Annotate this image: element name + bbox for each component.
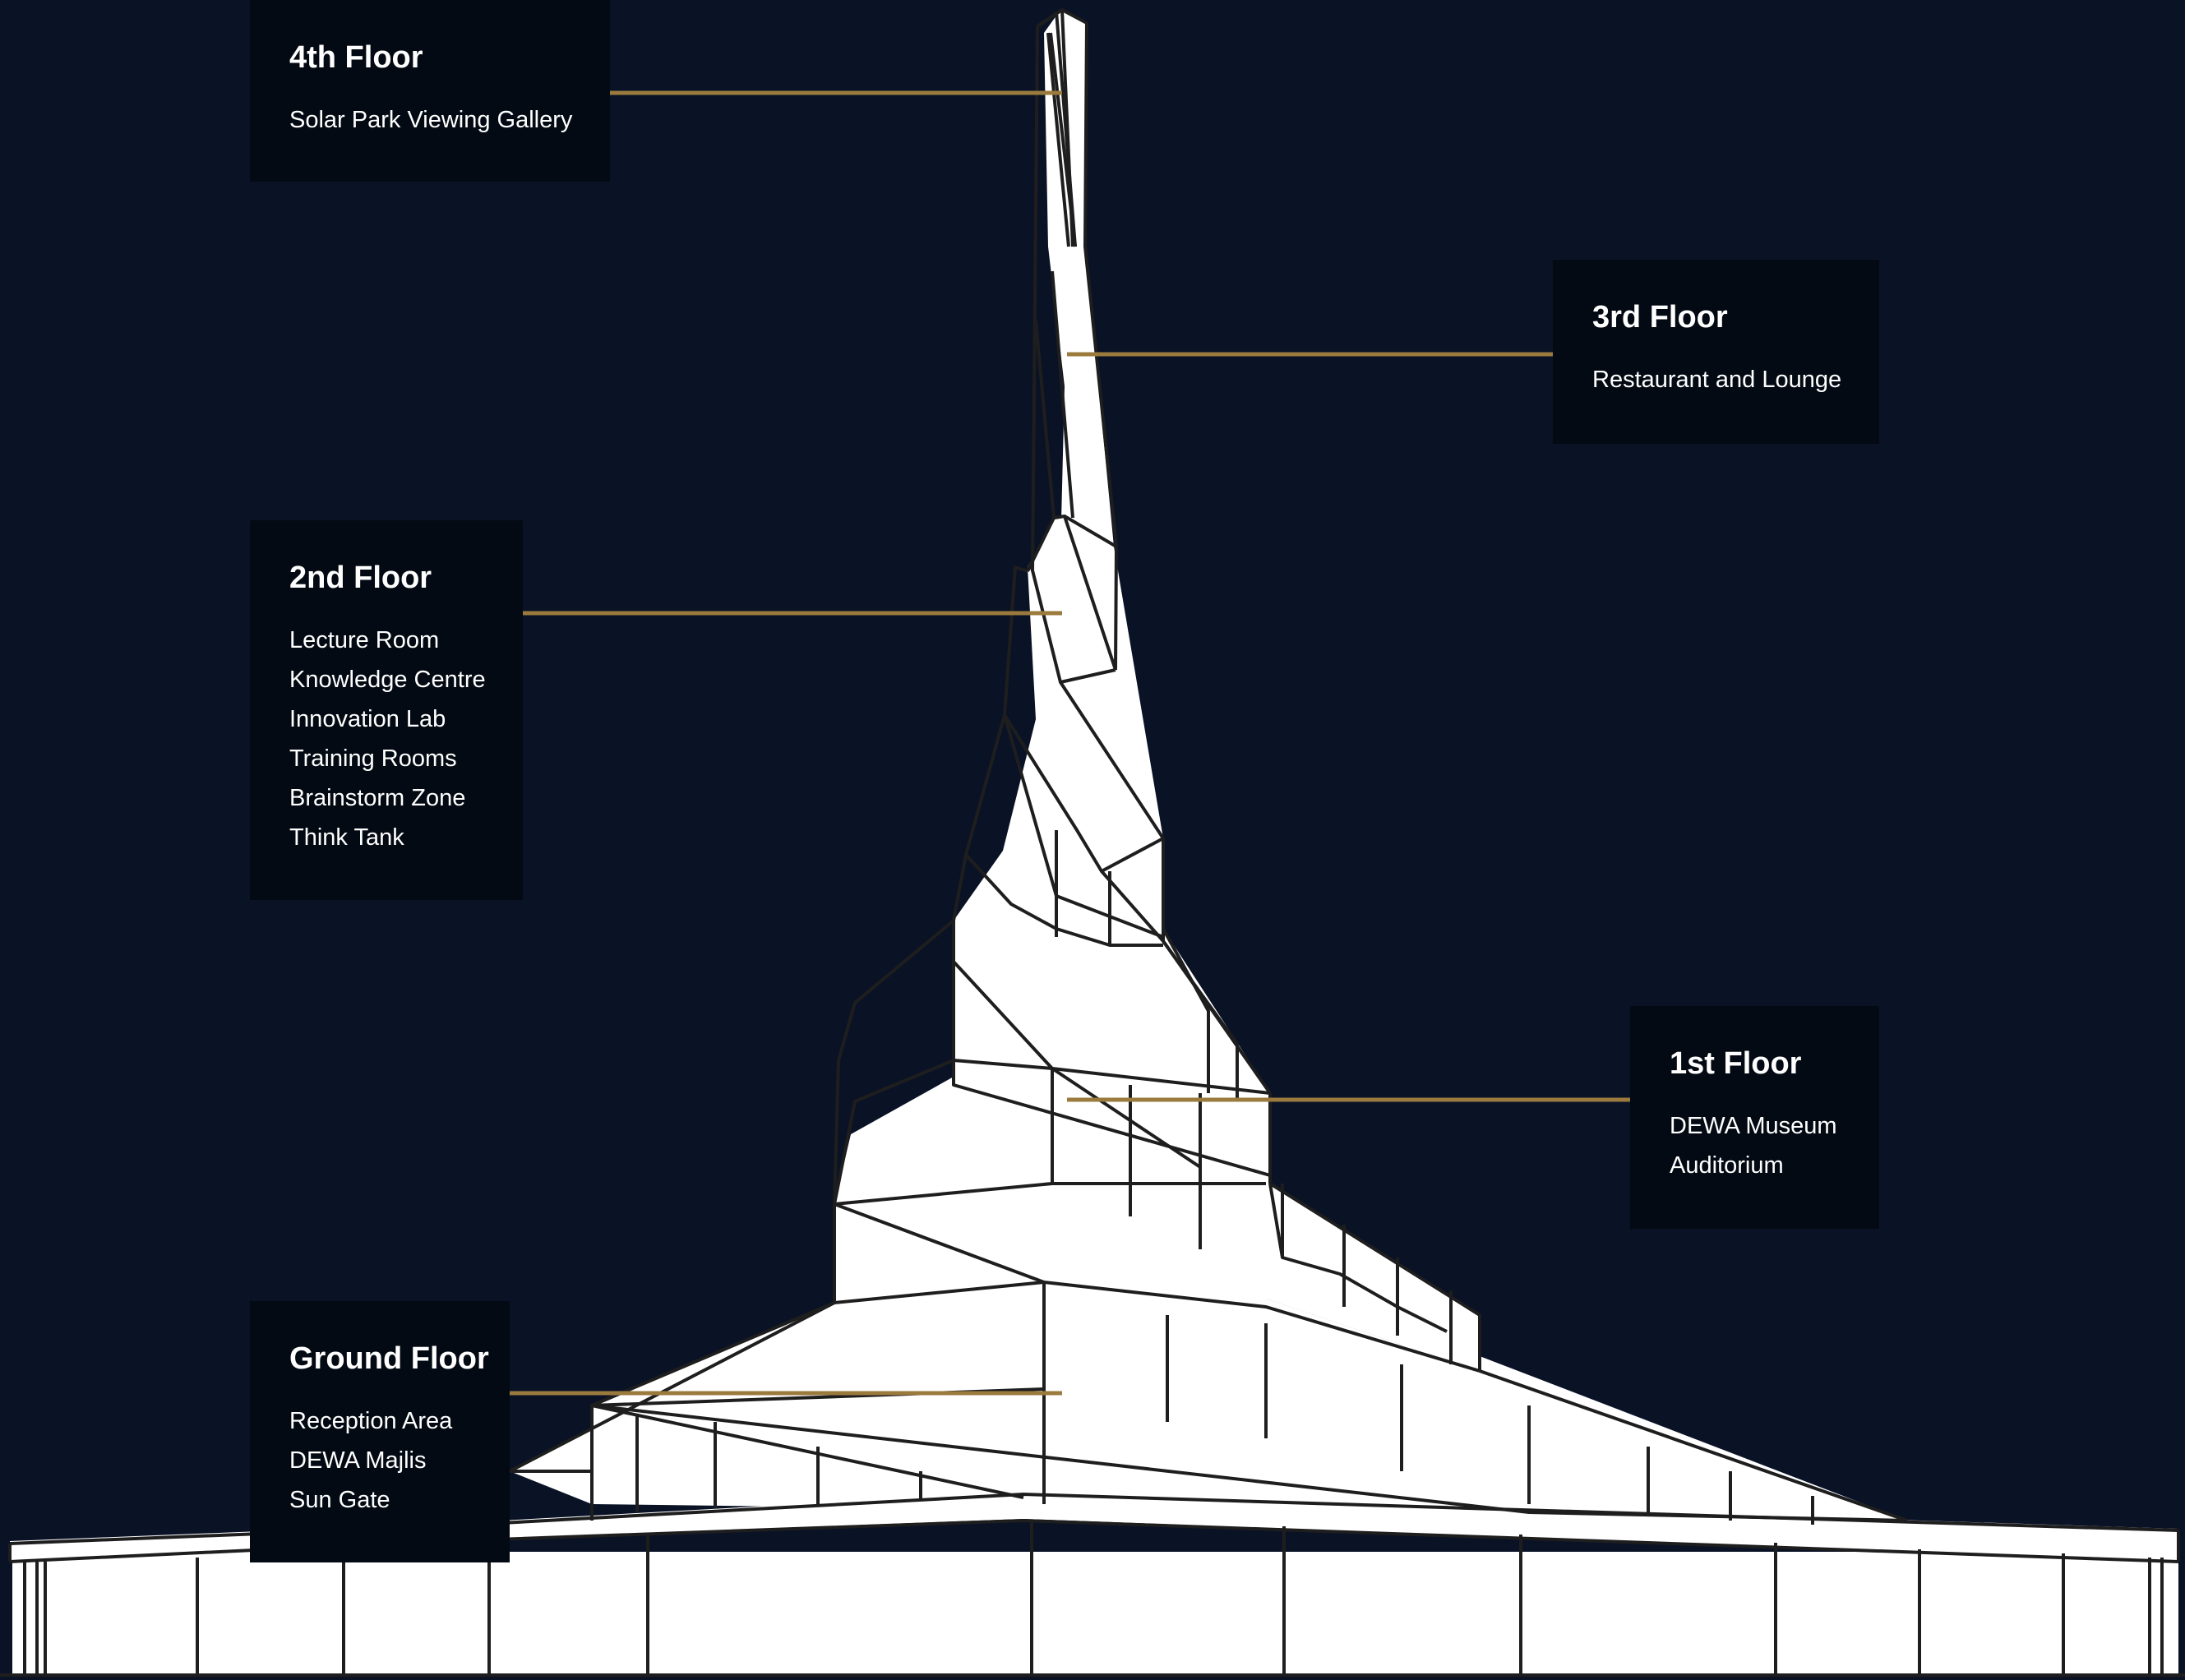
floor-item: Sun Gate [289, 1487, 390, 1513]
tower-outlines [0, 8, 2185, 1677]
floor-title: 4th Floor [289, 40, 423, 75]
floor-item: Auditorium [1670, 1152, 1784, 1179]
floor-item: Solar Park Viewing Gallery [289, 107, 573, 133]
floor-panel-2nd: 2nd Floor Lecture Room Knowledge Centre … [250, 520, 523, 900]
floor-item: Lecture Room [289, 627, 440, 653]
floor-title: Ground Floor [289, 1341, 489, 1376]
floor-item: Knowledge Centre [289, 667, 486, 693]
floor-panel-1st: 1st Floor DEWA Museum Auditorium [1630, 1006, 1879, 1229]
floor-item: Think Tank [289, 824, 404, 851]
floor-item: Restaurant and Lounge [1592, 367, 1842, 393]
floor-title: 1st Floor [1670, 1046, 1802, 1081]
floor-title: 2nd Floor [289, 561, 432, 595]
floor-item: Reception Area [289, 1408, 453, 1434]
floor-item: Innovation Lab [289, 706, 446, 732]
floor-panel-3rd: 3rd Floor Restaurant and Lounge [1553, 260, 1879, 444]
floor-title: 3rd Floor [1592, 300, 1728, 335]
floor-item: Brainstorm Zone [289, 785, 466, 811]
floor-panel-4th: 4th Floor Solar Park Viewing Gallery [250, 0, 610, 182]
floor-panel-ground: Ground Floor Reception Area DEWA Majlis … [250, 1301, 510, 1562]
floor-item: Training Rooms [289, 745, 457, 772]
floor-item: DEWA Museum [1670, 1113, 1837, 1139]
floor-item: DEWA Majlis [289, 1447, 427, 1474]
